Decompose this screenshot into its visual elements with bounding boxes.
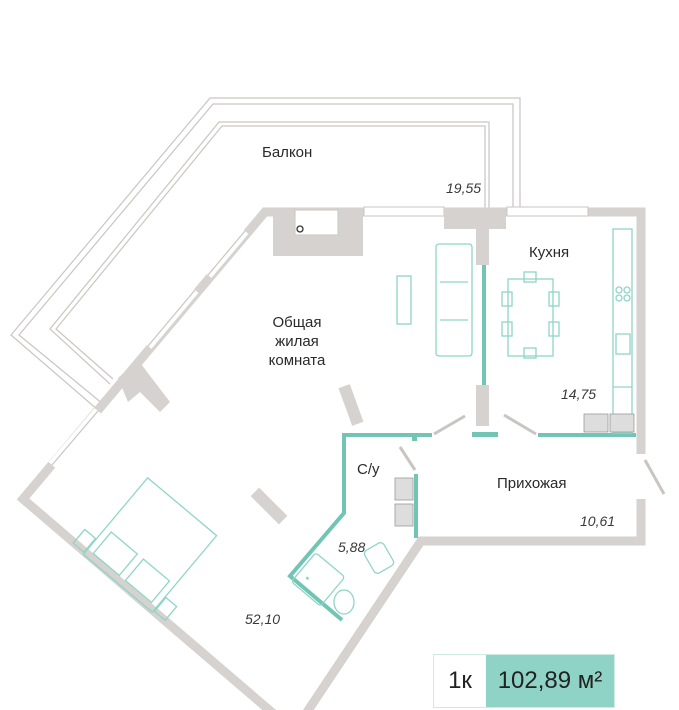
room-count: 1к — [434, 655, 486, 707]
column — [250, 487, 288, 525]
sink — [363, 542, 395, 574]
kitchen-counter — [612, 228, 633, 434]
column — [338, 384, 364, 426]
balcony-outline — [10, 97, 521, 411]
dining-table — [507, 278, 554, 357]
bathroom-area: 5,88 — [338, 539, 365, 555]
doors — [398, 413, 666, 495]
pipe-icon — [296, 225, 304, 233]
living-label-1: Общая — [272, 314, 321, 331]
bathroom-label: С/у — [357, 461, 380, 478]
hallway-area: 10,61 — [580, 513, 615, 529]
bed — [72, 476, 218, 622]
balcony-label: Балкон — [262, 144, 312, 161]
coffee-table — [396, 275, 412, 325]
partitions — [287, 265, 636, 622]
kitchen-label: Кухня — [529, 244, 569, 261]
bathtub — [291, 553, 345, 606]
kitchen-area: 14,75 — [561, 386, 596, 402]
furniture — [72, 228, 635, 622]
total-area: 102,89 м² — [486, 655, 614, 707]
hallway-label: Прихожая — [497, 475, 567, 492]
apartment-summary-badge: 1к 102,89 м² — [433, 654, 615, 708]
outer-walls — [16, 207, 646, 710]
structural-blocks — [118, 208, 506, 525]
sofa — [435, 243, 473, 357]
living-label-3: комната — [269, 352, 326, 369]
balcony-area: 19,55 — [446, 180, 481, 196]
living-area: 52,10 — [245, 611, 280, 627]
windows — [48, 206, 589, 468]
toilet — [333, 589, 355, 615]
living-label-2: жилая — [275, 333, 319, 350]
